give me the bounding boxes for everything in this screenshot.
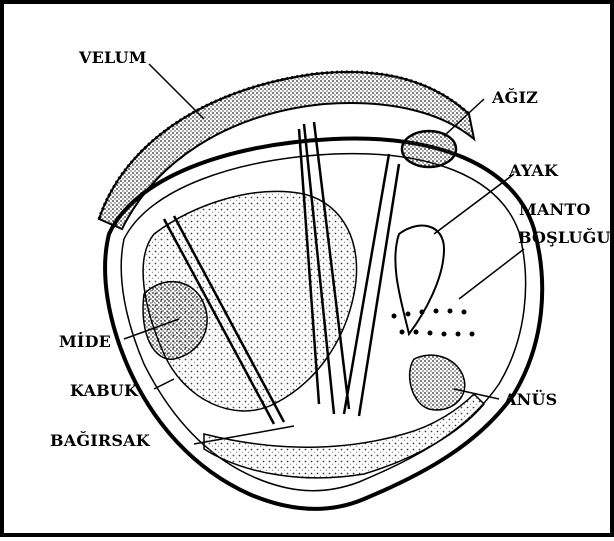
label-bagirsak: BAĞIRSAK bbox=[50, 431, 150, 450]
label-mide: MİDE bbox=[59, 332, 111, 351]
label-boslugu: BOŞLUĞU bbox=[518, 228, 611, 247]
label-ayak: AYAK bbox=[509, 161, 558, 180]
foot-structure bbox=[395, 226, 444, 334]
label-kabuk: KABUK bbox=[70, 381, 138, 400]
label-velum: VELUM bbox=[79, 48, 147, 67]
mouth-structure bbox=[402, 131, 456, 167]
label-manto: MANTO bbox=[519, 200, 591, 219]
label-anus: ANÜS bbox=[504, 390, 557, 409]
larva-illustration bbox=[4, 4, 614, 541]
label-agiz: AĞIZ bbox=[492, 88, 538, 107]
